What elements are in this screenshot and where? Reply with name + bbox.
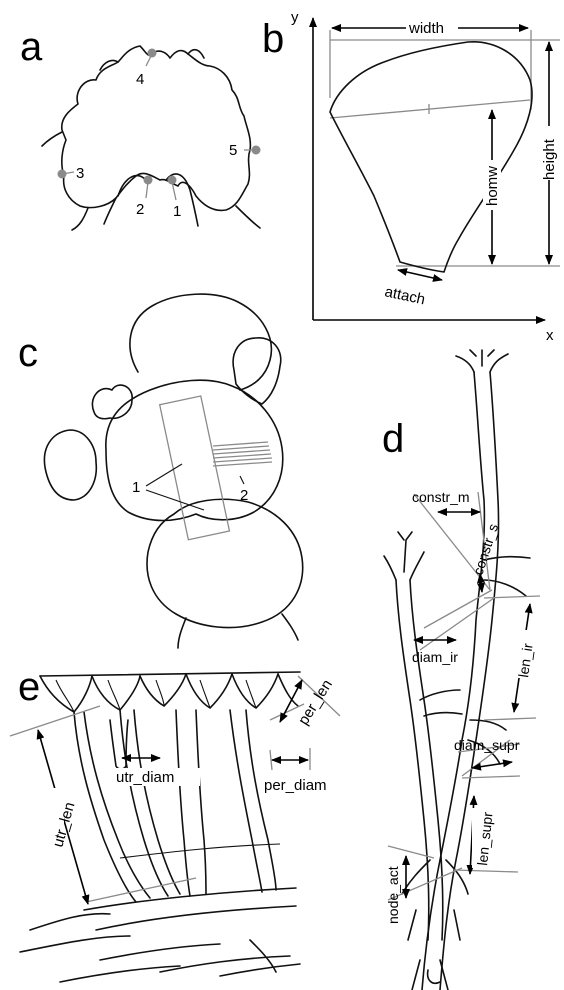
panel-c-bottom-stem	[178, 618, 186, 648]
panel-d-diam-supr-arrow	[472, 762, 512, 768]
panel-b-shape	[330, 42, 532, 272]
svg-text:3: 3	[76, 165, 84, 182]
panel-a-tail-leftup	[42, 132, 62, 146]
panel-e-utricle-3	[176, 710, 206, 896]
panel-a-tail-right	[236, 206, 260, 228]
panel-e: e utr_len utr_diam	[10, 665, 340, 982]
panel-c-right-blob	[233, 338, 281, 404]
panel-e-mid-line	[120, 844, 280, 858]
panel-c-label-2: 2	[240, 487, 248, 504]
panel-e-utricle-4	[230, 710, 276, 892]
panel-a-top-lobe-left	[100, 60, 118, 70]
panel-b-max-width-line	[330, 100, 530, 118]
panel-c-small-blob-2	[44, 430, 96, 500]
panel-d-guides	[388, 492, 540, 900]
panel-d-letter: d	[382, 417, 404, 461]
panel-c-bottom-stem-2	[282, 614, 298, 640]
panel-c-pointer-1b	[146, 490, 204, 510]
panel-d-constr-m-label: constr_m	[412, 489, 470, 505]
panel-d-left-stem-b	[410, 580, 443, 940]
svg-text:1: 1	[173, 203, 181, 220]
panel-b-homw-label: homw	[484, 166, 501, 206]
panel-e-cap-top	[40, 672, 300, 676]
panel-b-attach-arrow	[398, 270, 442, 280]
panel-d: d constr_m	[382, 350, 540, 990]
panel-e-utricle-2	[120, 710, 180, 896]
svg-text:4: 4	[136, 71, 144, 88]
panel-d-top-branch	[456, 350, 508, 372]
panel-a-point-4: 4	[136, 49, 157, 89]
panel-b-height-label: height	[541, 138, 558, 180]
panel-c-label-1: 1	[132, 479, 140, 496]
panel-e-utricle-short	[110, 720, 128, 769]
panel-e-utr-diam-label: utr_diam	[116, 769, 174, 786]
panel-e-base-roots	[20, 914, 300, 982]
panel-c-measure-rect	[160, 396, 230, 540]
panel-b-attach-label: attach	[383, 283, 427, 308]
svg-text:5: 5	[229, 142, 237, 159]
panel-d-diam-ir-label: diam_ir	[412, 649, 458, 665]
panel-d-len-ir-label: len_ir	[515, 642, 536, 678]
panel-e-cups	[40, 674, 298, 712]
panel-b: b y x width height homw attach	[262, 9, 560, 344]
panel-c-top-blob	[130, 294, 271, 390]
panel-e-per-len-label: per_len	[295, 677, 336, 728]
panel-c-small-blob-1	[92, 385, 132, 419]
panel-a-point-1: 1	[168, 176, 182, 221]
panel-d-lower-branches	[402, 860, 468, 940]
panel-a-letter: a	[20, 25, 43, 69]
panel-e-base-bottom	[96, 906, 296, 930]
panel-c-hatching	[213, 442, 272, 466]
panel-a-tail-left	[72, 208, 88, 230]
panel-c-letter: c	[18, 331, 38, 375]
panel-e-utr-len-guide-bottom	[86, 878, 196, 902]
panel-a-outline	[62, 46, 251, 210]
panel-d-main-stem-right	[440, 372, 499, 990]
panel-a-point-5: 5	[229, 142, 261, 159]
panel-b-x-label: x	[546, 327, 554, 344]
panel-b-y-label: y	[291, 9, 299, 26]
panel-d-main-stem-left	[422, 372, 484, 990]
panel-a-point-2: 2	[136, 176, 153, 219]
panel-e-per-diam-label: per_diam	[264, 777, 327, 794]
panel-c: c 1 2	[18, 294, 303, 648]
panel-d-diam-supr-label: diam_supr	[454, 737, 520, 753]
panel-c-pointer-2	[240, 476, 244, 484]
panel-b-width-label: width	[408, 20, 444, 37]
panel-e-letter: e	[18, 665, 40, 709]
panel-d-left-top	[384, 532, 424, 580]
panel-c-bottom-blob	[147, 499, 303, 627]
panel-a: a 1 2 3 4	[20, 25, 261, 230]
panel-b-letter: b	[262, 17, 284, 61]
panel-d-node-act-label: node_act	[385, 866, 401, 924]
svg-text:2: 2	[136, 201, 144, 218]
